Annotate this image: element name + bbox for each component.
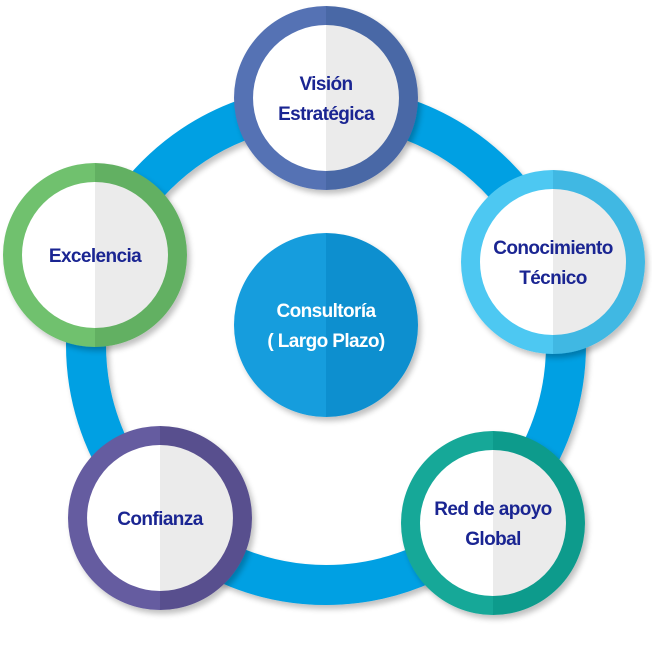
node-confianza-face-left [87, 445, 160, 591]
node-red-label-line: Red de apoyo [434, 499, 551, 520]
node-excelencia-label-line: Excelencia [49, 246, 142, 267]
center-circle: Consultoría ( Largo Plazo) [234, 233, 418, 417]
node-excelencia-face-right [95, 182, 168, 328]
center-circle-right-half [326, 233, 418, 417]
node-conocimiento-label-line: Conocimiento [493, 238, 612, 259]
node-confianza: Confianza [68, 426, 252, 610]
node-vision-label-line: Visión [299, 74, 352, 95]
center-circle-label-line: ( Largo Plazo) [267, 331, 384, 352]
node-red-face-left [420, 450, 493, 596]
node-conocimiento-label-line: Técnico [519, 268, 587, 289]
node-vision-face-left [253, 25, 326, 171]
node-confianza-face-right [160, 445, 233, 591]
node-confianza-label-line: Confianza [117, 509, 203, 530]
node-excelencia-face-left [22, 182, 95, 328]
center-circle-label-line: Consultoría [277, 301, 377, 322]
node-red-face-right [493, 450, 566, 596]
node-red-label-line: Global [465, 529, 521, 550]
node-excelencia: Excelencia [3, 163, 187, 347]
node-vision-label-line: Estratégica [278, 104, 375, 125]
node-conocimiento-face-right [553, 189, 626, 335]
node-vision-face-right [326, 25, 399, 171]
node-conocimiento-face-left [480, 189, 553, 335]
node-circles: VisiónEstratégicaConocimientoTécnicoRed … [3, 6, 645, 615]
center-circle-left-half [234, 233, 326, 417]
